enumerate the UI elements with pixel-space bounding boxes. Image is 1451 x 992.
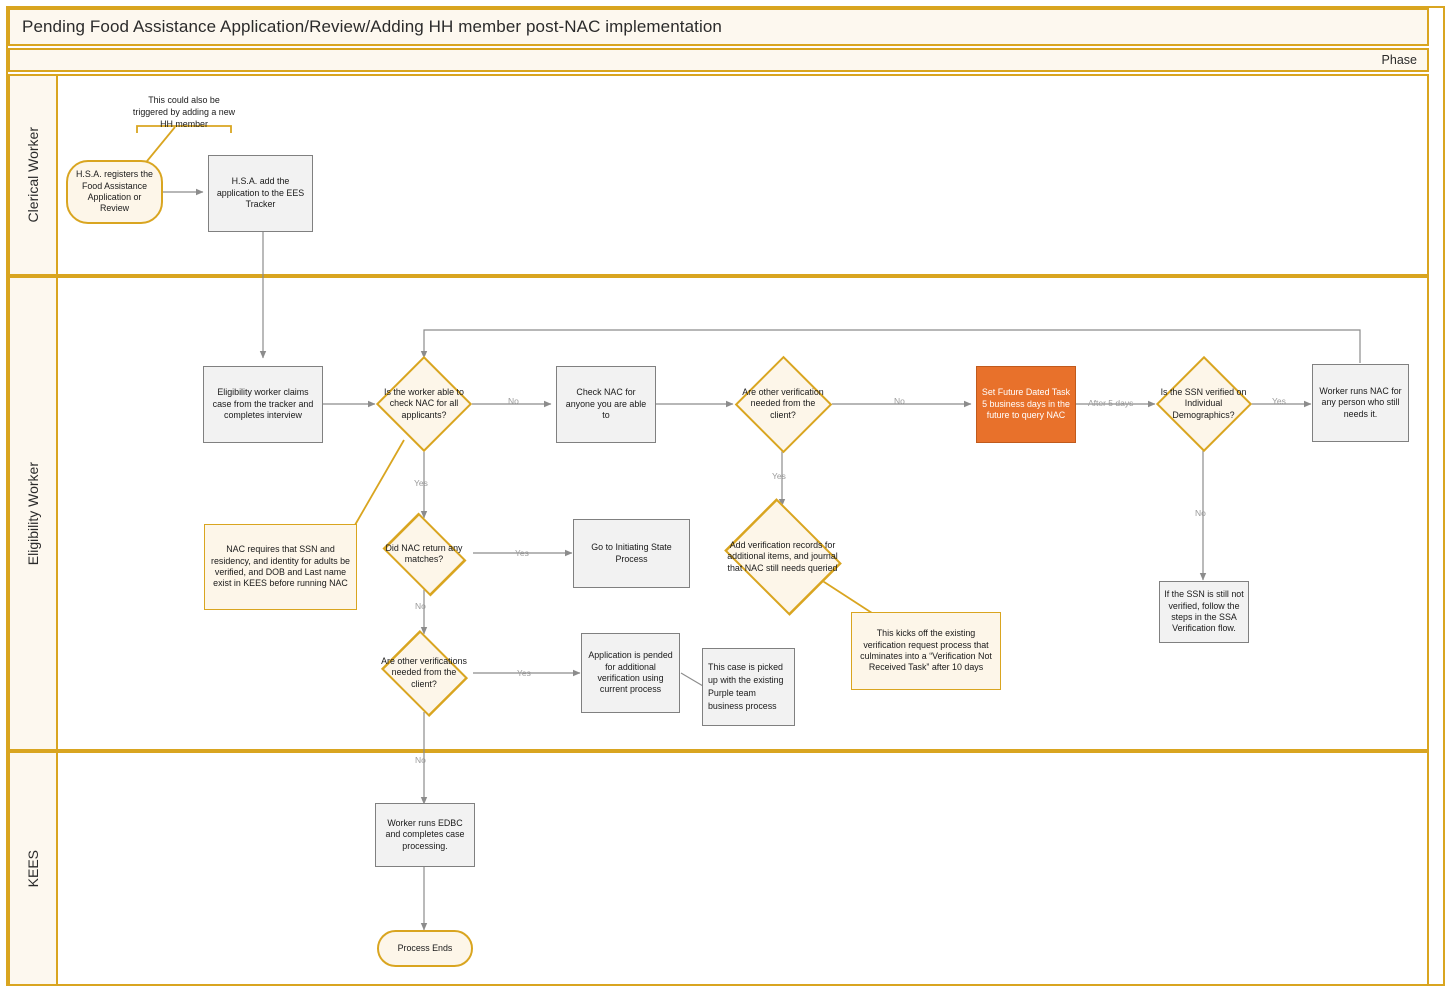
edge-label-no-other-verifications-client: No [415,755,426,765]
decision-label: Are other verifications needed from the … [381,655,467,689]
edge-label-yes-check-nac-all: Yes [414,478,428,488]
task-set-future-dated-task[interactable]: Set Future Dated Task 5 business days in… [976,366,1076,443]
edge-label-no-nac-matches: No [415,601,426,611]
phase-label: Phase [1381,53,1417,67]
edge-label-no-other-verification: No [894,396,905,406]
edge-label-yes-other-verification: Yes [772,471,786,481]
decision-other-verifications-needed-client[interactable]: Are other verifications needed from the … [376,629,472,717]
edge-label-yes-other-verifications-client: Yes [517,668,531,678]
decision-other-verification-needed[interactable]: Are other verification needed from the c… [734,355,832,453]
edge-label-yes-ssn: Yes [1272,396,1286,406]
note-nac-requires-ssn-residency: NAC requires that SSN and residency, and… [204,524,357,610]
decision-label: Is the SSN verified on Individual Demogr… [1160,386,1247,420]
task-eligibility-worker-claims-case[interactable]: Eligibility worker claims case from the … [203,366,323,443]
page-title: Pending Food Assistance Application/Revi… [8,8,1429,46]
edge-label-after-5-days: After 5 days [1088,398,1134,408]
task-add-application-to-ees-tracker[interactable]: H.S.A. add the application to the EES Tr… [208,155,313,232]
edge-label-no-check-nac-all: No [508,396,519,406]
swimlane-label-text: Eligibility Worker [25,461,41,566]
note-purple-team-business-process: This case is picked up with the existing… [702,648,795,726]
decision-label: Is the worker able to check NAC for all … [384,386,464,420]
task-check-nac-for-anyone[interactable]: Check NAC for anyone you are able to [556,366,656,443]
start-event-hsa-registers[interactable]: H.S.A. registers the Food Assistance App… [66,160,163,224]
task-worker-runs-nac[interactable]: Worker runs NAC for any person who still… [1312,364,1409,442]
decision-worker-able-to-check-nac-all[interactable]: Is the worker able to check NAC for all … [375,355,473,453]
edge-label-yes-nac-matches: Yes [515,548,529,558]
task-application-pended[interactable]: Application is pended for additional ver… [581,633,680,713]
decision-ssn-verified-individual-demographics[interactable]: Is the SSN verified on Individual Demogr… [1155,355,1252,453]
task-go-to-initiating-state-process[interactable]: Go to Initiating State Process [573,519,690,588]
decision-did-nac-return-matches[interactable]: Did NAC return any matches? [376,511,472,597]
task-worker-runs-edbc[interactable]: Worker runs EDBC and completes case proc… [375,803,475,867]
swimlane-label-text: KEES [25,849,41,888]
phase-header: Phase [8,48,1429,72]
swimlane-kees: KEES [8,751,1429,986]
end-event-process-ends[interactable]: Process Ends [377,930,473,967]
swimlane-label-text: Clerical Worker [25,127,41,223]
decision-add-verification-records[interactable]: Add verification records for additional … [717,498,848,616]
swimlane-label-kees: KEES [10,753,58,984]
note-kicks-off-verification-request: This kicks off the existing verification… [851,612,1001,690]
swimlane-label-eligibility-worker: Eligibility Worker [10,278,58,749]
decision-label: Add verification records for additional … [727,539,838,573]
swimlane-label-clerical-worker: Clerical Worker [10,76,58,274]
decision-label: Are other verification needed from the c… [742,386,824,420]
decision-label: Did NAC return any matches? [385,542,463,564]
edge-label-no-ssn: No [1195,508,1206,518]
note-trigger-hh-member: This could also be triggered by adding a… [132,94,236,130]
task-ssn-not-verified-ssa-flow[interactable]: If the SSN is still not verified, follow… [1159,581,1249,643]
